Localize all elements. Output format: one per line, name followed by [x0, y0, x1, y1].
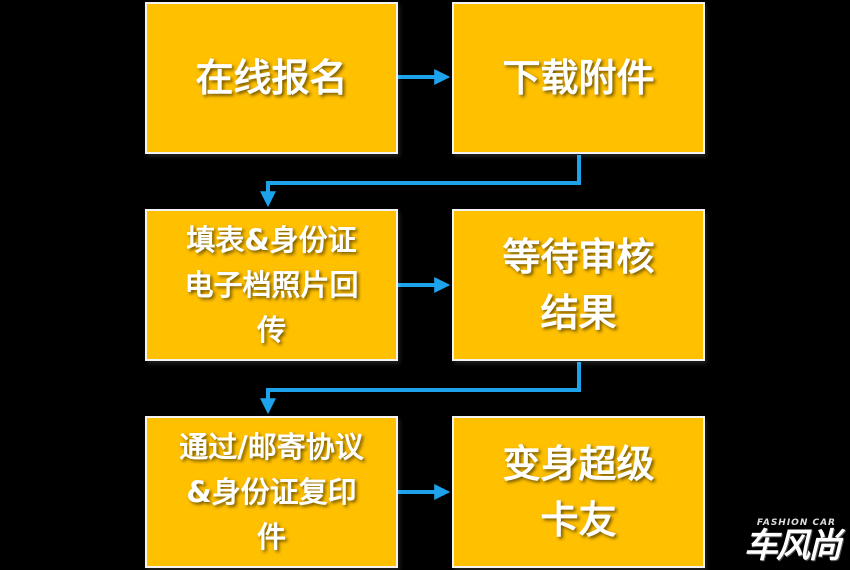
logo-title: 车风尚	[744, 526, 842, 566]
step-download-attachment: 下载附件	[452, 2, 705, 154]
arrow-step4-to-step5	[260, 362, 581, 415]
step-become-super-member: 变身超级 卡友	[452, 416, 705, 568]
step-await-review-result: 等待审核 结果	[452, 209, 705, 361]
arrow-step2-to-step3	[260, 155, 581, 208]
step-mail-agreement-id-copy: 通过/邮寄协议 &身份证复印 件	[145, 416, 398, 568]
step-online-registration: 在线报名	[145, 2, 398, 154]
logo-subtitle: FASHION CAR	[756, 518, 836, 528]
step-fill-form-upload-id: 填表&身份证 电子档照片回 传	[145, 209, 398, 361]
watermark-logo: FASHION CAR 车风尚	[744, 518, 842, 566]
